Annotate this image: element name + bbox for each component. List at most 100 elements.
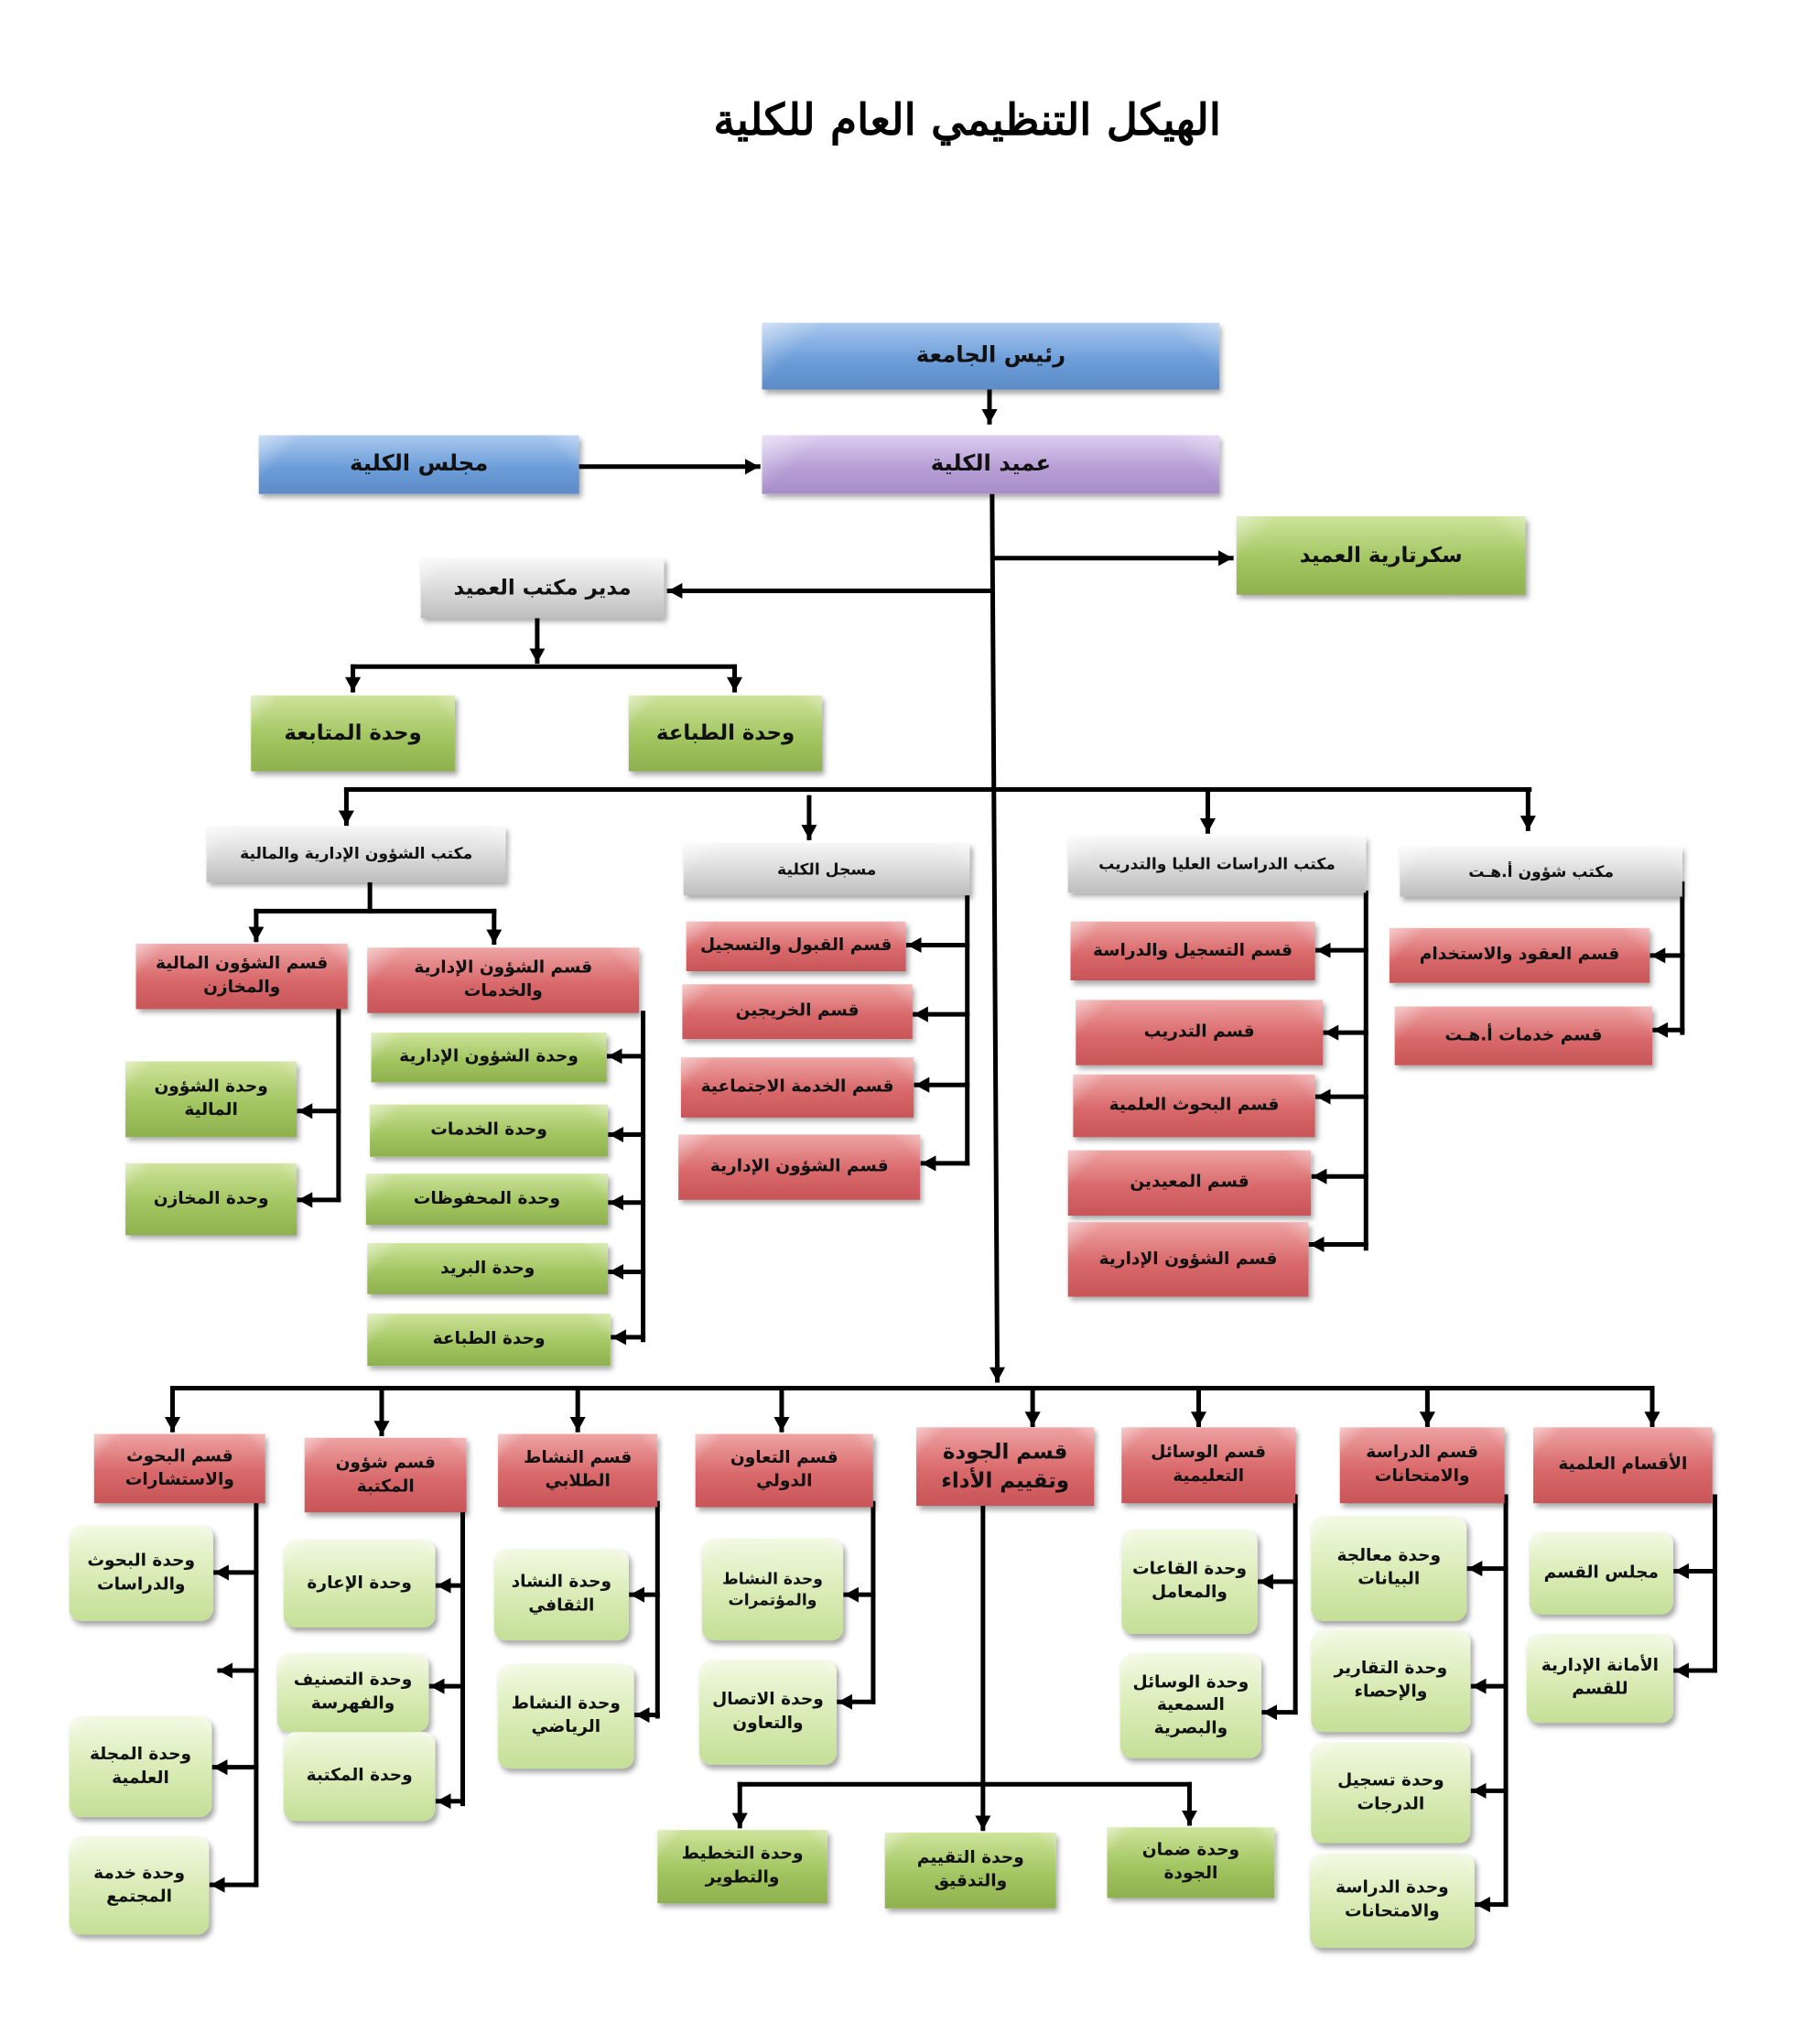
node-student-activity-dept: قسم النشاط الطلابي — [498, 1433, 658, 1508]
node-label: مسجل الكلية — [777, 860, 877, 879]
node-label: عميد الكلية — [930, 450, 1052, 478]
node-label: وحدة البريد — [440, 1258, 535, 1279]
node-pg-admin-dept: قسم الشؤون الإدارية — [1067, 1222, 1309, 1297]
node-label: قسم الخريجين — [735, 1001, 860, 1022]
connector-arrow — [989, 492, 1006, 1383]
node-label: قسم القبول والتسجيل — [699, 935, 892, 957]
node-av-unit: وحدة الوسائل السمعية والبصرية — [1119, 1653, 1262, 1758]
node-label: قسم التسجيل والدراسة — [1093, 940, 1293, 961]
node-label: قسم الوسائل التعليمية — [1151, 1444, 1267, 1487]
node-postgrad-office: مكتب الدراسات العليا والتدريب — [1067, 836, 1367, 893]
node-planning-unit: وحدة التخطيط والتطوير — [657, 1830, 827, 1904]
node-finance-unit: وحدة الشؤون المالية — [125, 1061, 297, 1138]
node-halls-unit: وحدة القاعات والمعامل — [1121, 1529, 1258, 1634]
node-dean: عميد الكلية — [762, 435, 1220, 494]
node-sports-unit: وحدة النشاط الرياضي — [498, 1663, 634, 1769]
node-evaluation-unit: وحدة التقييم والتدقيق — [884, 1833, 1056, 1909]
node-mail-unit: وحدة البريد — [367, 1243, 609, 1294]
node-label: وحدة تسجيل الدرجات — [1337, 1770, 1444, 1814]
node-label: قسم العقود والاستخدام — [1419, 945, 1620, 966]
chart-title: الهيكل التنظيمي العام للكلية — [713, 93, 1221, 146]
node-university-president: رئيس الجامعة — [762, 322, 1220, 390]
node-demonstrators-dept: قسم المعيدين — [1067, 1150, 1312, 1217]
node-label: وحدة الخدمات — [430, 1120, 547, 1141]
node-label: وحدة القاعات والمعامل — [1131, 1560, 1247, 1603]
node-services-unit: وحدة الخدمات — [370, 1104, 609, 1157]
node-graduates-dept: قسم الخريجين — [682, 984, 913, 1040]
node-reports-unit: وحدة التقارير والإحصاء — [1311, 1629, 1471, 1733]
node-label: مجلس الكلية — [350, 450, 489, 478]
node-community-unit: وحدة خدمة المجتمع — [69, 1836, 210, 1935]
node-label: وحدة الوسائل السمعية والبصرية — [1132, 1672, 1249, 1738]
node-label: قسم الدراسة والامتحانات — [1366, 1444, 1479, 1487]
node-study-exams-unit: وحدة الدراسة والامتحانات — [1309, 1853, 1475, 1948]
node-media-dept: قسم الوسائل التعليمية — [1121, 1427, 1296, 1504]
node-social-service-dept: قسم الخدمة الاجتماعية — [680, 1057, 914, 1118]
node-label: قسم الشؤون المالية والمخازن — [155, 955, 329, 998]
node-label: وحدة التخطيط والتطوير — [681, 1844, 804, 1888]
node-label: وحدة التقييم والتدقيق — [916, 1848, 1024, 1892]
node-admin-services-dept: قسم الشؤون الإدارية والخدمات — [367, 947, 640, 1013]
node-label: وحدة المخازن — [153, 1189, 269, 1209]
node-label: قسم التعاون الدولي — [730, 1448, 838, 1492]
node-label: وحدة المجلة العلمية — [89, 1745, 192, 1788]
node-dept-secretariat: الأمانة الإدارية للقسم — [1526, 1634, 1673, 1724]
node-label: وحدة معالجة البيانات — [1336, 1546, 1442, 1590]
node-label: قسم التدريب — [1143, 1022, 1255, 1043]
node-followup-unit: وحدة المتابعة — [251, 695, 455, 772]
node-finance-stores-dept: قسم الشؤون المالية والمخازن — [135, 944, 348, 1010]
node-label: وحدة خدمة المجتمع — [93, 1864, 186, 1907]
node-study-exams-dept: قسم الدراسة والامتحانات — [1339, 1427, 1505, 1504]
node-label: قسم الخدمة الاجتماعية — [700, 1076, 894, 1098]
node-label: وحدة المتابعة — [284, 720, 422, 746]
node-qa-unit: وحدة ضمان الجودة — [1107, 1827, 1275, 1898]
node-label: وحدة النشاد الثقافي — [511, 1573, 612, 1617]
node-pg-research-dept: قسم البحوث العلمية — [1073, 1074, 1315, 1138]
node-label: قسم النشاط الطلابي — [524, 1448, 633, 1492]
node-training-dept: قسم التدريب — [1076, 1000, 1324, 1065]
node-label: مكتب الشؤون الإدارية والمالية — [240, 845, 473, 864]
node-reg-study-dept: قسم التسجيل والدراسة — [1070, 921, 1315, 980]
node-data-unit: وحدة معالجة البيانات — [1311, 1516, 1467, 1621]
node-printing-unit-top: وحدة الطباعة — [628, 695, 823, 772]
node-label: قسم شؤون المكتبة — [335, 1453, 436, 1497]
node-research-studies-unit: وحدة البحوث والدراسات — [69, 1525, 213, 1621]
node-quality-dept: قسم الجودة وتقييم الأداء — [916, 1427, 1095, 1507]
node-admin-finance-office: مكتب الشؤون الإدارية والمالية — [206, 826, 506, 882]
node-label: قسم الشؤون الإدارية — [1098, 1249, 1278, 1270]
node-dept-council: مجلس القسم — [1529, 1531, 1673, 1615]
node-lending-unit: وحدة الإعارة — [283, 1540, 436, 1628]
node-library-dept: قسم شؤون المكتبة — [304, 1437, 467, 1513]
node-admin-unit: وحدة الشؤون الإدارية — [371, 1033, 607, 1083]
node-label: وحدة الطباعة — [432, 1329, 546, 1350]
node-registrar: مسجل الكلية — [683, 843, 970, 896]
node-cultural-unit: وحدة النشاد الثقافي — [493, 1549, 629, 1641]
node-label: رئيس الجامعة — [915, 342, 1066, 369]
node-journal-unit: وحدة المجلة العلمية — [69, 1715, 212, 1817]
node-label: وحدة ضمان الجودة — [1141, 1841, 1240, 1884]
node-label: مكتب شؤون أ.هـت — [1468, 862, 1614, 881]
node-library-unit: وحدة المكتبة — [283, 1732, 436, 1822]
node-label: وحدة التصنيف والفهرسة — [293, 1671, 413, 1714]
node-college-council: مجلس الكلية — [258, 435, 579, 494]
node-label: قسم البحوث العلمية — [1109, 1095, 1280, 1116]
node-label: وحدة الاتصال والتعاون — [712, 1691, 824, 1734]
node-label: الأقسام العلمية — [1558, 1455, 1688, 1476]
node-label: وحدة البحوث والدراسات — [87, 1551, 196, 1595]
node-grades-unit: وحدة تسجيل الدرجات — [1311, 1742, 1471, 1844]
node-label: وحدة الإعارة — [307, 1573, 412, 1594]
node-label: مدير مكتب العميد — [453, 575, 632, 600]
node-label: وحدة المحفوظات — [413, 1189, 561, 1209]
node-academic-depts: الأقسام العلمية — [1533, 1427, 1713, 1504]
node-admission-dept: قسم القبول والتسجيل — [686, 921, 906, 972]
node-label: قسم الجودة وتقييم الأداء — [941, 1439, 1070, 1493]
node-label: قسم المعيدين — [1130, 1173, 1249, 1193]
node-label: وحدة المكتبة — [306, 1766, 413, 1786]
node-communication-unit: وحدة الاتصال والتعاون — [698, 1660, 837, 1765]
node-printing-unit: وحدة الطباعة — [367, 1314, 611, 1367]
node-intl-coop-dept: قسم التعاون الدولي — [695, 1433, 873, 1508]
node-label: قسم البحوث والاستشارات — [124, 1446, 234, 1490]
node-research-consult-dept: قسم البحوث والاستشارات — [93, 1433, 265, 1504]
node-label: قسم الشؤون الإدارية — [709, 1157, 889, 1177]
node-dean-secretariat: سكرتارية العميد — [1236, 516, 1526, 595]
